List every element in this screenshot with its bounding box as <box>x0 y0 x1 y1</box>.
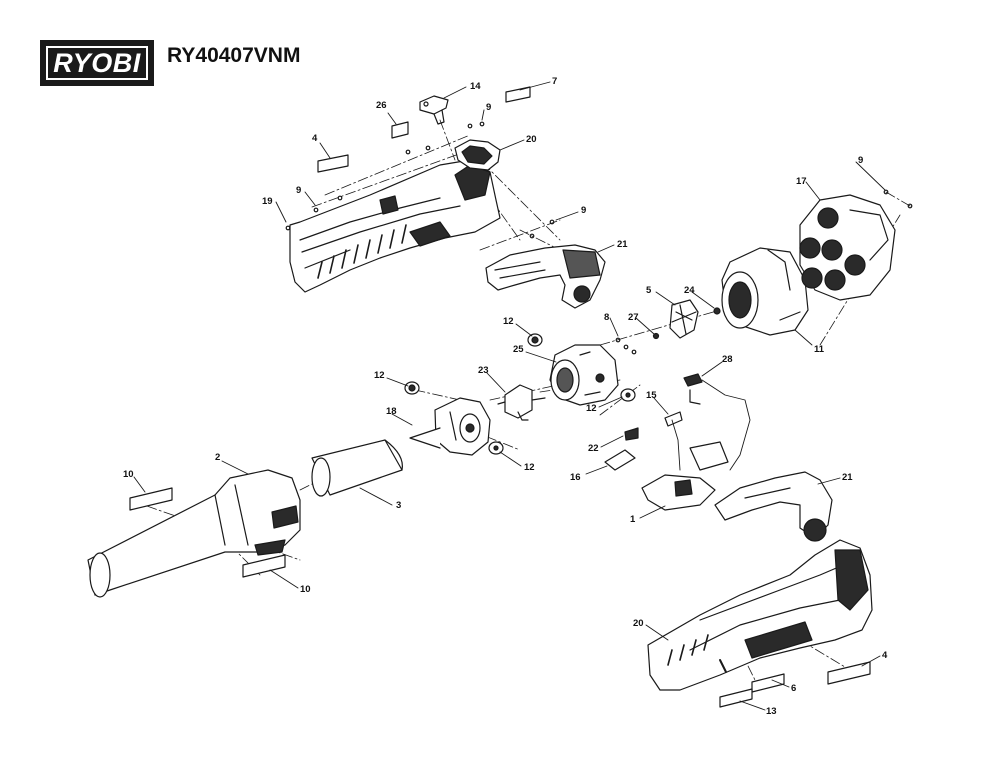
part-21-handle-lower <box>714 471 833 542</box>
callout-17: 17 <box>796 176 807 187</box>
wiring-harness <box>604 373 751 511</box>
callout-11: 11 <box>814 344 825 355</box>
callout-9-d: 9 <box>858 155 863 166</box>
callout-12-b: 12 <box>586 403 597 414</box>
callout-27: 27 <box>628 312 639 323</box>
callout-10-b: 10 <box>300 584 311 595</box>
part-8-screw <box>615 337 621 343</box>
callout-15: 15 <box>646 390 657 401</box>
callout-25: 25 <box>513 344 524 355</box>
callout-12-a: 12 <box>503 316 514 327</box>
callout-21-b: 21 <box>842 472 853 483</box>
label-13 <box>719 688 753 708</box>
part-16-lever <box>604 449 636 471</box>
label-plates <box>129 86 871 708</box>
callout-4-a: 4 <box>312 133 318 144</box>
part-22-clip <box>624 427 639 441</box>
callout-12-c: 12 <box>374 370 385 381</box>
callout-4-b: 4 <box>882 650 888 661</box>
part-20-end-cap-upper <box>454 139 501 171</box>
ryobi-logo: RYOBI <box>40 40 154 86</box>
label-26 <box>391 121 409 139</box>
part-28-connector <box>683 373 703 387</box>
callout-20-a: 20 <box>526 134 537 145</box>
part-2-blower-tube <box>87 469 301 598</box>
logo-frame: RYOBI <box>46 46 148 80</box>
callout-18: 18 <box>386 406 397 417</box>
screws-9 <box>285 121 913 239</box>
part-12-bearing-a <box>527 333 543 347</box>
part-24-nut <box>713 307 721 315</box>
callout-24: 24 <box>684 285 695 296</box>
callout-7: 7 <box>552 76 557 87</box>
callout-14: 14 <box>470 81 481 92</box>
callout-6: 6 <box>791 683 796 694</box>
part-25-motor-housing <box>549 344 619 406</box>
callout-26: 26 <box>376 100 387 111</box>
bearings-12 <box>404 333 636 455</box>
callout-5: 5 <box>646 285 652 296</box>
part-12-bearing-b <box>404 381 420 395</box>
callout-numbers: 14 7 26 9 4 20 9 19 9 21 9 17 5 24 11 12… <box>123 76 888 717</box>
part-12-bearing-c <box>620 388 636 402</box>
callout-19: 19 <box>262 196 273 207</box>
label-10-lower <box>242 554 286 578</box>
label-4-upper <box>317 154 349 173</box>
part-5-fan <box>669 299 699 339</box>
callout-16: 16 <box>570 472 581 483</box>
leader-lines <box>133 81 886 711</box>
callout-9-c: 9 <box>581 205 586 216</box>
callout-10-a: 10 <box>123 469 134 480</box>
part-15-switch <box>664 411 683 427</box>
switch-module <box>689 441 729 471</box>
model-number: RY40407VNM <box>167 44 301 67</box>
callout-9-a: 9 <box>486 102 491 113</box>
part-21-handle-upper <box>485 244 606 309</box>
part-11-motor-shroud <box>721 247 809 336</box>
part-27-washer <box>652 332 660 340</box>
brand-name: RYOBI <box>53 47 141 78</box>
callout-20-b: 20 <box>633 618 644 629</box>
label-7 <box>505 86 531 103</box>
label-10-upper <box>129 487 173 511</box>
part-8-screw <box>631 349 637 355</box>
part-14-trigger-pin <box>419 95 449 125</box>
part-18-fan-housing <box>409 397 491 456</box>
part-12-bearing-d <box>488 441 504 455</box>
part-3-tube-sleeve <box>311 439 403 497</box>
callout-1: 1 <box>630 514 636 525</box>
callout-21-a: 21 <box>617 239 628 250</box>
part-23-motor <box>497 384 546 421</box>
callout-23: 23 <box>478 365 489 376</box>
part-8-screw <box>623 344 629 350</box>
label-4-lower <box>827 661 871 685</box>
part-17-battery-pack <box>799 194 896 301</box>
callout-3: 3 <box>396 500 401 511</box>
callout-13: 13 <box>766 706 777 717</box>
small-hardware <box>615 307 721 355</box>
callout-28: 28 <box>722 354 733 365</box>
part-19-housing-left <box>289 159 501 293</box>
callout-12-d: 12 <box>524 462 535 473</box>
part-20-blower-body <box>647 539 873 691</box>
callout-8: 8 <box>604 312 609 323</box>
callout-2: 2 <box>215 452 220 463</box>
callout-22: 22 <box>588 443 599 454</box>
callout-9-b: 9 <box>296 185 301 196</box>
